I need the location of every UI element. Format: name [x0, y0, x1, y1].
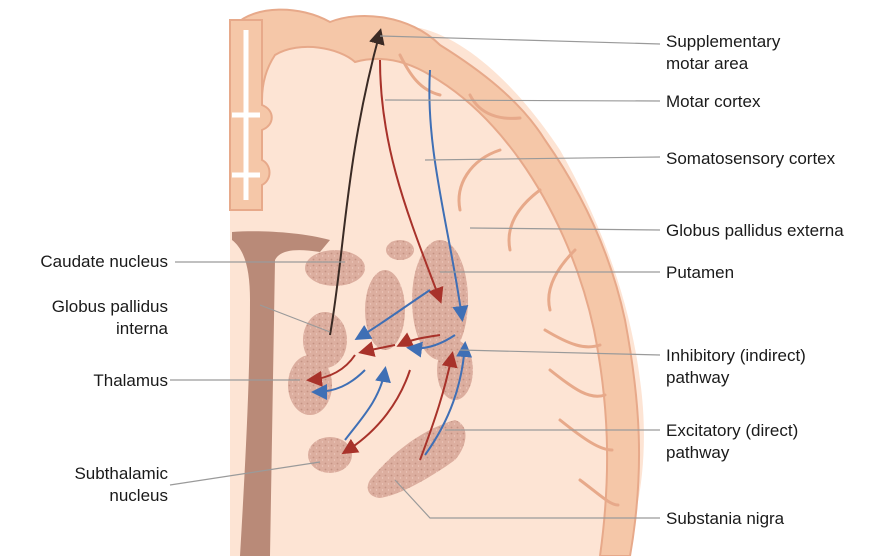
subthalamic-nucleus-shape [308, 437, 352, 473]
label-caudate-nucleus: Caudate nucleus [6, 251, 168, 273]
label-excitatory-pathway: Excitatory (direct) pathway [666, 420, 798, 464]
label-subthalamic-nucleus: Subthalamic nucleus [6, 463, 168, 507]
caudate-nucleus-shape [305, 250, 365, 286]
label-inhibitory-pathway: Inhibitory (indirect) pathway [666, 345, 806, 389]
label-motor-cortex: Motar cortex [666, 91, 760, 113]
label-putamen: Putamen [666, 262, 734, 284]
thalamus-shape [288, 355, 332, 415]
label-globus-pallidus-interna: Globus pallidus interna [6, 296, 168, 340]
label-somatosensory-cortex: Somatosensory cortex [666, 148, 835, 170]
label-supplementary-motor-area: Supplementary motar area [666, 31, 780, 75]
label-globus-pallidus-externa: Globus pallidus externa [666, 220, 844, 242]
label-substantia-nigra: Substania nigra [666, 508, 784, 530]
label-thalamus: Thalamus [6, 370, 168, 392]
nucleus-small-shape [386, 240, 414, 260]
